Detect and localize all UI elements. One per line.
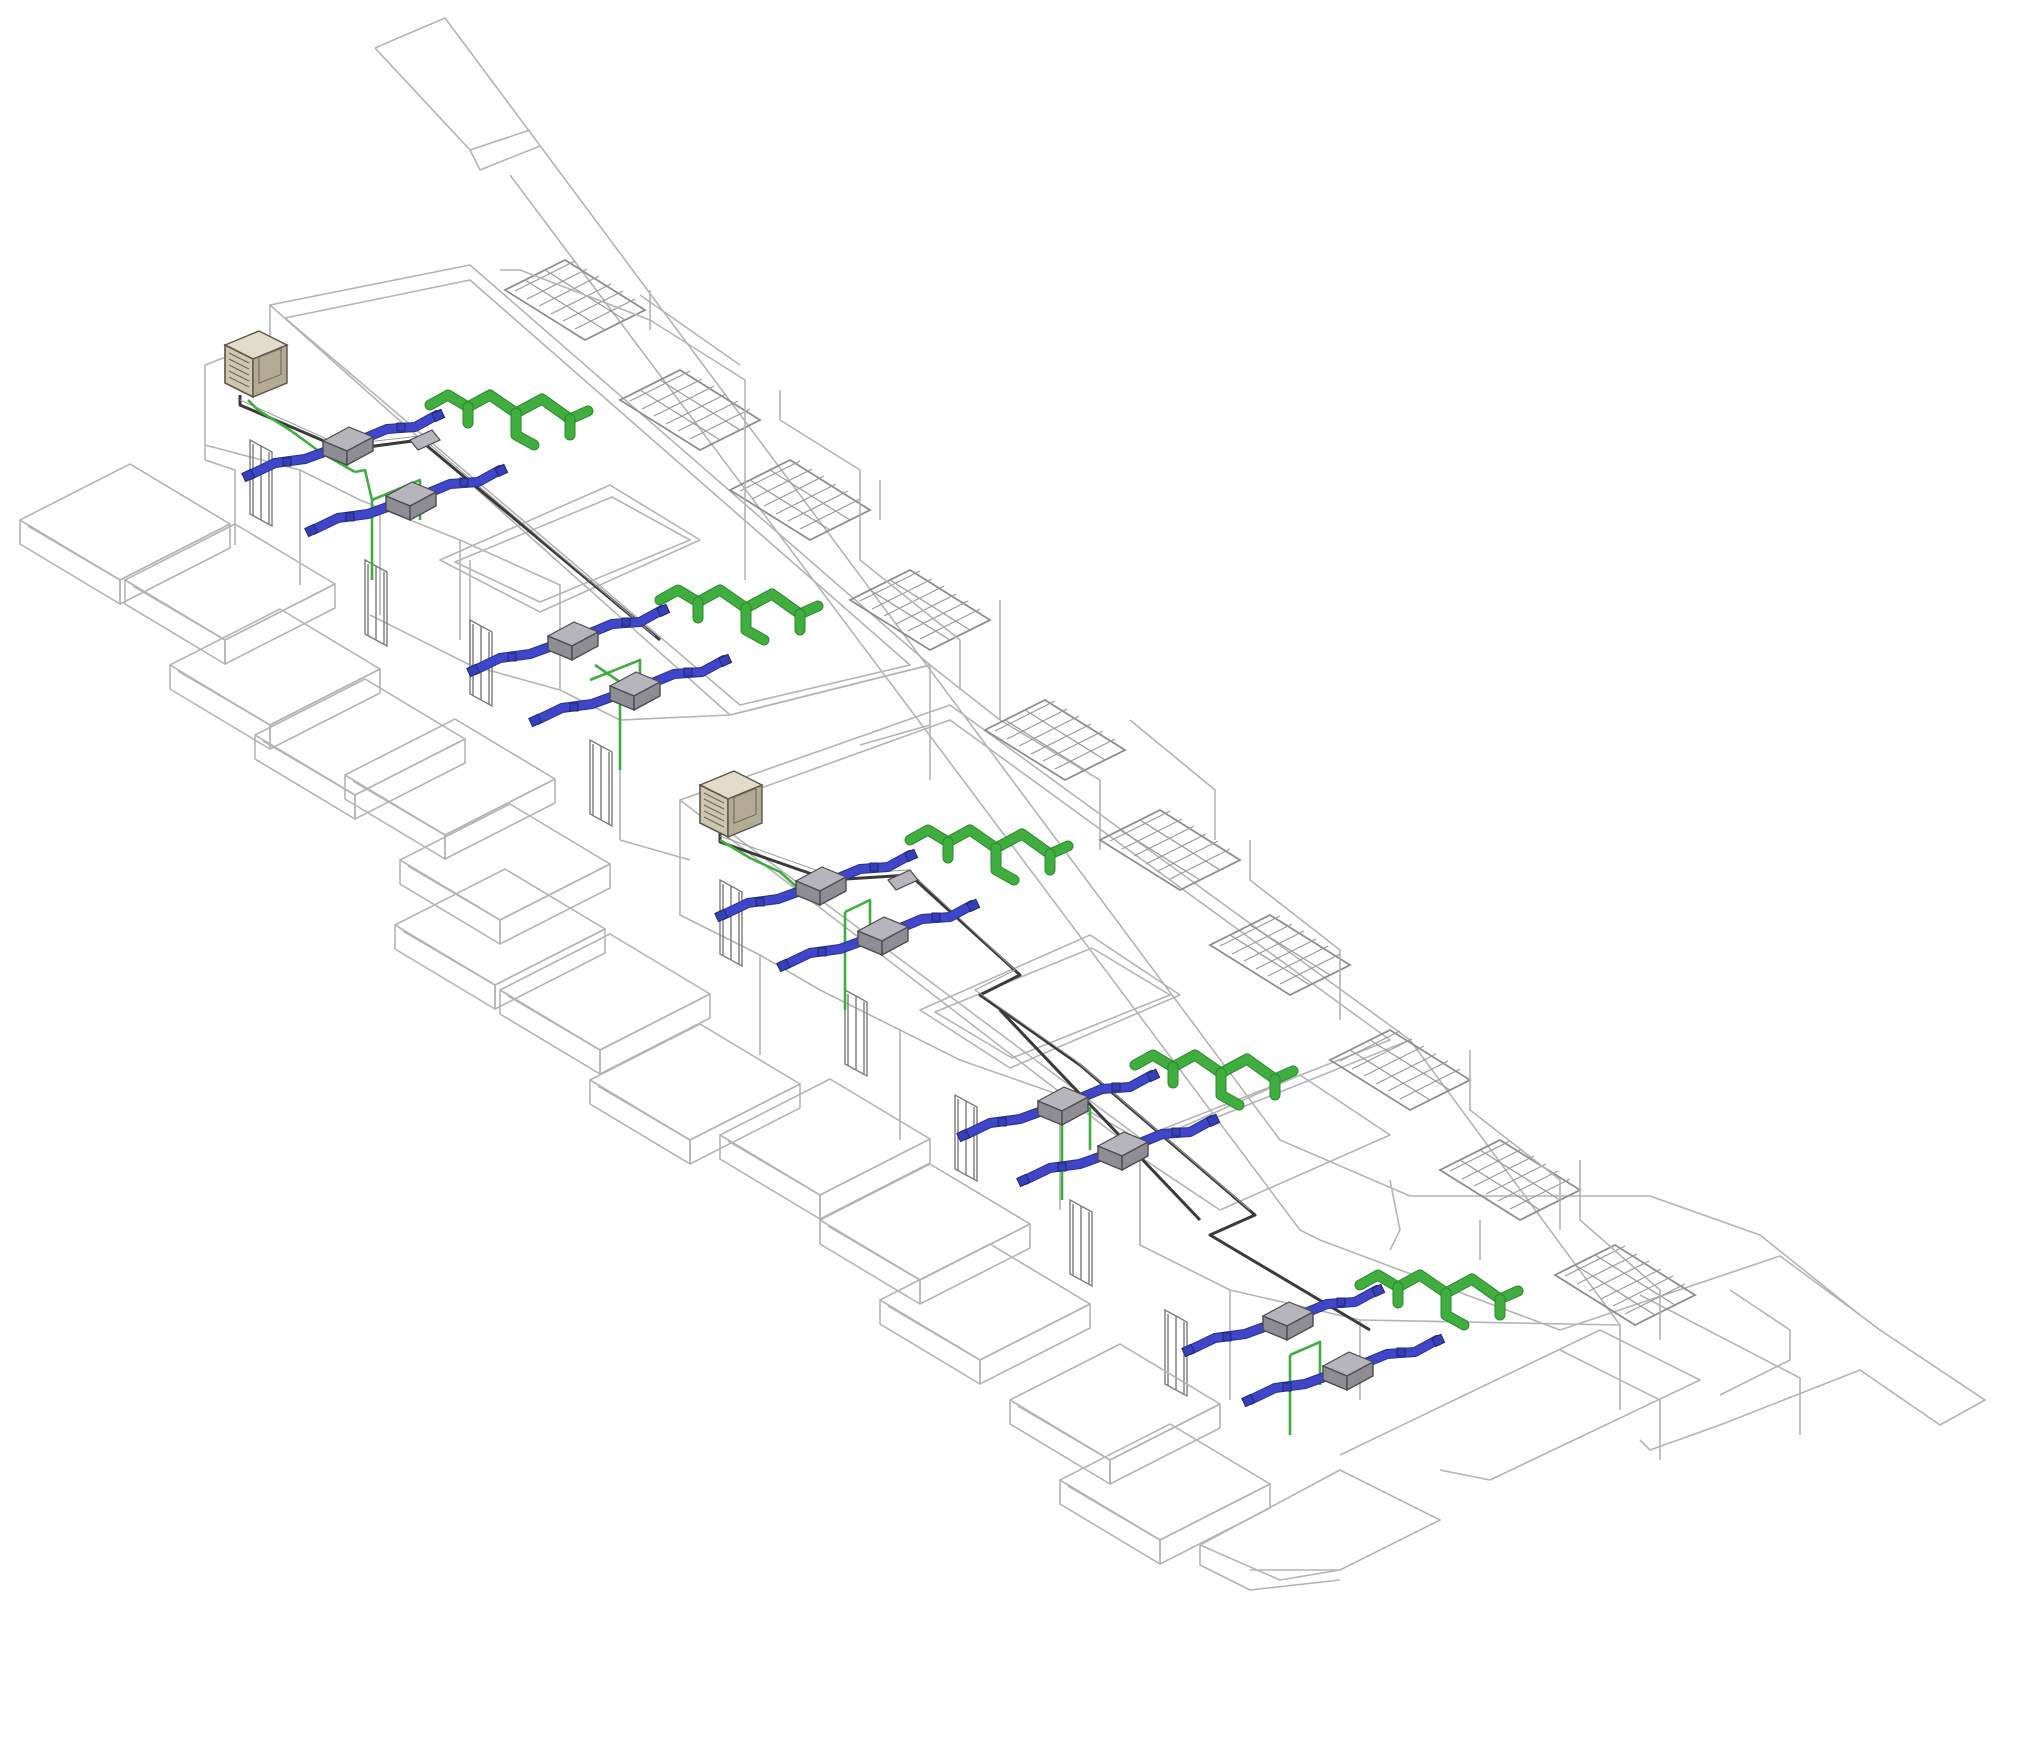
fan-coil-units-upper bbox=[242, 409, 732, 726]
refrigerant-piping bbox=[238, 395, 1371, 1332]
outdoor-unit-lower bbox=[699, 770, 763, 838]
fan-coil-units-lower bbox=[715, 849, 1445, 1406]
building-block-lower bbox=[394, 699, 1791, 1565]
outdoor-unit-upper bbox=[224, 330, 288, 398]
site-outline bbox=[374, 17, 1986, 1591]
